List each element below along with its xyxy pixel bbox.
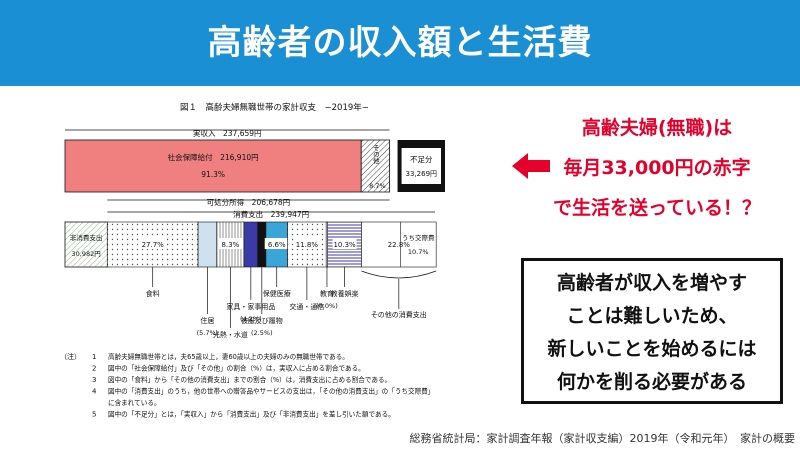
spending-pct-label-3: 8.3% — [221, 241, 239, 249]
spending-name-5: 被服及び履物 — [241, 316, 283, 325]
spending-name-6: 保健医療 — [263, 289, 291, 298]
left-arrow-icon — [512, 153, 550, 179]
footnote-text-1: 高齢夫婦無職世帯とは，夫65歳以上，妻60歳以上の夫婦のみの無職世帯である。 — [108, 352, 349, 361]
spending-pct-bg-3 — [218, 238, 243, 249]
spending-pct-bg-9 — [332, 238, 357, 249]
spending-name-1: 食料 — [146, 289, 160, 298]
spending-pct-label-10: 22.8% — [388, 241, 411, 249]
spending-sub-pct: 10.7% — [408, 248, 429, 256]
bar-non-consumption-label: 非消費支出 — [70, 233, 103, 242]
bar-deficit-value: 33,269円 — [406, 170, 438, 178]
spending-pct-label-5: (2.5%) — [251, 329, 273, 337]
deficit-callout: 高齢夫婦(無職)は 毎月33,000円の赤字 で生活を送っている！？ — [514, 108, 800, 228]
disposable-income-label: 可処分所得 206,678円 — [207, 197, 291, 207]
header-banner — [0, 0, 800, 86]
bar-social-security-pct: 91.3% — [201, 170, 225, 179]
spending-sub-label: うち交際費 — [402, 233, 435, 242]
spending-bar-5 — [257, 221, 267, 268]
page-title: 高齢者の収入額と生活費 — [207, 23, 593, 63]
spending-pct-bg-6 — [264, 238, 289, 249]
note-line-2: ことは難しいため、 — [566, 305, 738, 327]
spending-pct-bg-7 — [294, 238, 319, 249]
spending-bar-4 — [243, 221, 259, 268]
footnote-text-2: 図中の「社会保障給付」及び「その他」の割合（%）は，実収入に占める割合である。 — [108, 364, 365, 373]
bar-other-income — [360, 139, 390, 193]
spending-pct-label-2: (5.7%) — [197, 329, 219, 337]
chart-title: 図１ 高齢夫婦無職世帯の家計収支 −2019年− — [180, 102, 369, 113]
bar-deficit-inner — [401, 148, 441, 184]
spending-name-10: その他の消費支出 — [371, 310, 427, 319]
footnote-num-4: 4 — [92, 388, 97, 396]
spending-pct-bg-1 — [140, 238, 165, 249]
spending-name-7: 交通・通信 — [289, 302, 324, 311]
note-line-1: 高齢者が収入を増やす — [556, 272, 747, 294]
bar-social-security — [64, 139, 362, 193]
callout-line-3: で生活を送っている！？ — [552, 197, 762, 219]
bar-social-security-label: 社会保障給付 216,910円 — [168, 152, 259, 162]
household-budget-chart: 図１ 高齢夫婦無職世帯の家計収支 −2019年− 実収入 237,659円社会保障… — [60, 102, 445, 419]
footnote-num-1: 1 — [92, 353, 96, 361]
footnote-text-4: 図中の「消費支出」のうち，他の世帯への贈答品やサービスの支出は，「その他の消費支… — [108, 387, 434, 396]
spending-pct-bg-10 — [386, 238, 411, 249]
spending-pct-label-9: 10.3% — [333, 241, 356, 249]
footnote-mark-1: （注） — [60, 352, 81, 361]
bar-non-consumption — [64, 221, 108, 268]
note-line-3: 新しいことを始めるには — [547, 338, 757, 360]
footnote-text-3: 図中の「食料」から「その他の消費支出」までの割合（%）は，消費支出に占める割合で… — [108, 375, 391, 384]
footnote-num-3: 3 — [92, 376, 96, 384]
spending-total-label: 消費支出 239,947円 — [233, 209, 309, 219]
spending-bar-2 — [197, 221, 218, 268]
spending-pct-label-1: 27.7% — [142, 241, 165, 249]
source-citation: 総務省統計局：家計調査年報（家計収支編）2019年（令和元年） 家計の概要 — [409, 432, 796, 445]
spending-brace-other — [361, 270, 437, 279]
callout-line-1: 高齢夫婦(無職)は — [581, 117, 733, 139]
bar-non-consumption-value: 30,982円 — [72, 250, 101, 258]
spending-pct-label-6: 6.6% — [268, 241, 286, 249]
spending-pct-label-7: 11.8% — [296, 241, 319, 249]
spending-name-9: 教養娯楽 — [331, 289, 359, 298]
income-total-label: 実収入 237,659円 — [193, 128, 262, 138]
advice-note-box: 高齢者が収入を増やす ことは難しいため、 新しいことを始めるには 何かを削る必要… — [521, 258, 783, 404]
callout-line-2: 毎月33,000円の赤字 — [563, 157, 751, 179]
spending-name-3: 光熱・水道 — [213, 330, 248, 339]
spending-name-2: 住居 — [200, 316, 214, 325]
spending-bar-7 — [287, 221, 327, 268]
footnote-text-6: 図中の「不足分」とは，「実収入」から「消費支出」及び「非消費支出」を差し引いた額… — [108, 410, 395, 419]
spending-name-4: 家具・家事用品 — [226, 302, 275, 311]
footnote-num-6: 5 — [92, 411, 96, 419]
footnote-num-2: 2 — [92, 365, 96, 373]
spending-name-8: 教育 — [320, 289, 334, 298]
bar-other-income-pct: 8.7% — [369, 182, 386, 190]
bar-other-income-label: その他 — [371, 144, 379, 165]
note-line-4: 何かを削る必要がある — [556, 371, 747, 393]
spending-pct-label-8: (0.0%) — [316, 302, 338, 310]
footnote-text-5: に含まれている。 — [108, 398, 161, 407]
bar-deficit-label: 不足分 — [410, 155, 433, 164]
spending-bar-10 — [361, 221, 437, 268]
spending-pct-label-4: (4.2%) — [240, 315, 262, 323]
